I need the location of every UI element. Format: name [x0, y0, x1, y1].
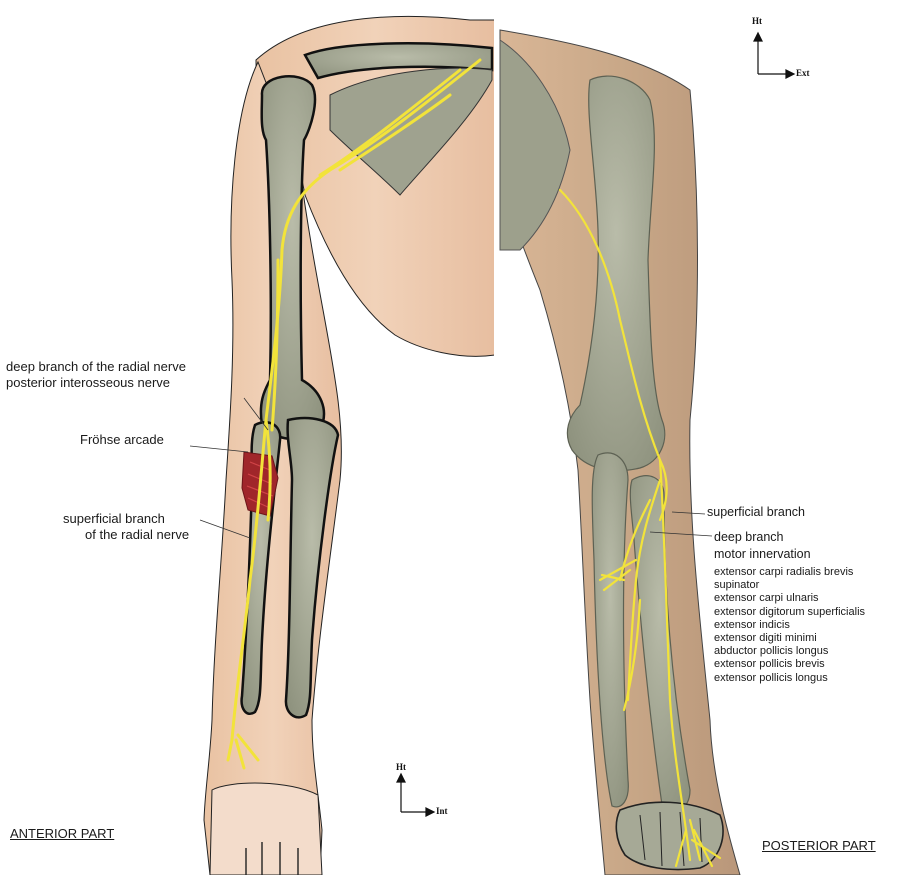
muscle-item: extensor digiti minimi: [714, 632, 865, 645]
anterior-hand: [210, 783, 322, 875]
label-motor-innervation: motor innervation: [714, 547, 811, 561]
posterior-panel: [500, 30, 794, 875]
label-superficial-branch-2: of the radial nerve: [85, 528, 189, 543]
label-superficial-branch-1: superficial branch: [63, 512, 165, 527]
muscle-item: extensor digitorum superficialis: [714, 606, 865, 619]
muscle-list: extensor carpi radialis brevis supinator…: [714, 566, 865, 685]
label-deep-branch: deep branch of the radial nerve: [6, 360, 186, 375]
label-frohse-arcade: Fröhse arcade: [80, 433, 164, 448]
label-posterior-superficial: superficial branch: [707, 505, 805, 519]
posterior-axis-ext: Ext: [796, 68, 810, 78]
posterior-carpals: [616, 802, 723, 869]
muscle-item: extensor pollicis longus: [714, 672, 865, 685]
muscle-item: extensor carpi radialis brevis: [714, 566, 865, 579]
anterior-ulna: [286, 418, 338, 717]
anterior-panel: [190, 16, 495, 875]
muscle-item: extensor carpi ulnaris: [714, 592, 865, 605]
anterior-part-label: ANTERIOR PART: [10, 826, 114, 841]
label-posterior-interosseous: posterior interosseous nerve: [6, 376, 170, 391]
posterior-axis-ht: Ht: [752, 16, 762, 26]
muscle-item: extensor pollicis brevis: [714, 658, 865, 671]
label-posterior-deep: deep branch: [714, 530, 784, 544]
anterior-axis-ht: Ht: [396, 762, 406, 772]
anterior-axis-int: Int: [436, 806, 448, 816]
muscle-item: supinator: [714, 579, 865, 592]
posterior-axis: [754, 33, 794, 78]
muscle-item: extensor indicis: [714, 619, 865, 632]
posterior-part-label: POSTERIOR PART: [762, 838, 876, 853]
anterior-axis: [397, 774, 434, 816]
muscle-item: abductor pollicis longus: [714, 645, 865, 658]
